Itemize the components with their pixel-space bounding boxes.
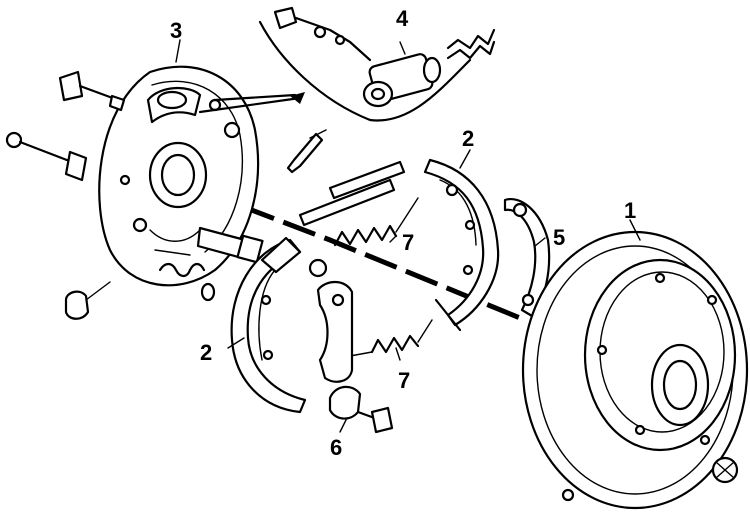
adjuster-strut: [298, 160, 406, 227]
callout-7-lower: 7: [398, 368, 410, 393]
adjuster-bolt: [196, 226, 264, 264]
bleeder-screw: [286, 129, 327, 174]
callout-5: 5: [553, 225, 565, 250]
return-spring-upper: [308, 197, 419, 278]
brake-shoe-upper: [423, 158, 500, 332]
callout-7-upper: 7: [402, 230, 414, 255]
callout-2-upper: 2: [462, 126, 474, 151]
wheel-cylinder-inset: [198, 6, 496, 122]
callout-4: 4: [396, 6, 409, 31]
callout-3: 3: [170, 18, 182, 43]
callout-6: 6: [330, 435, 342, 460]
brake-shoe-lower: [230, 236, 307, 414]
hold-down-clip: [328, 385, 394, 434]
callout-1: 1: [624, 198, 636, 223]
retainer-spring: [158, 262, 216, 302]
callout-leaders: [175, 39, 641, 433]
backing-plate: [98, 65, 260, 287]
return-spring-lower: [349, 319, 433, 357]
brake-drum: [521, 230, 749, 510]
callout-2-lower: 2: [200, 340, 212, 365]
mounting-bolts: [5, 70, 126, 320]
parking-brake-lever: [316, 280, 354, 383]
drum-screw: [711, 456, 739, 484]
